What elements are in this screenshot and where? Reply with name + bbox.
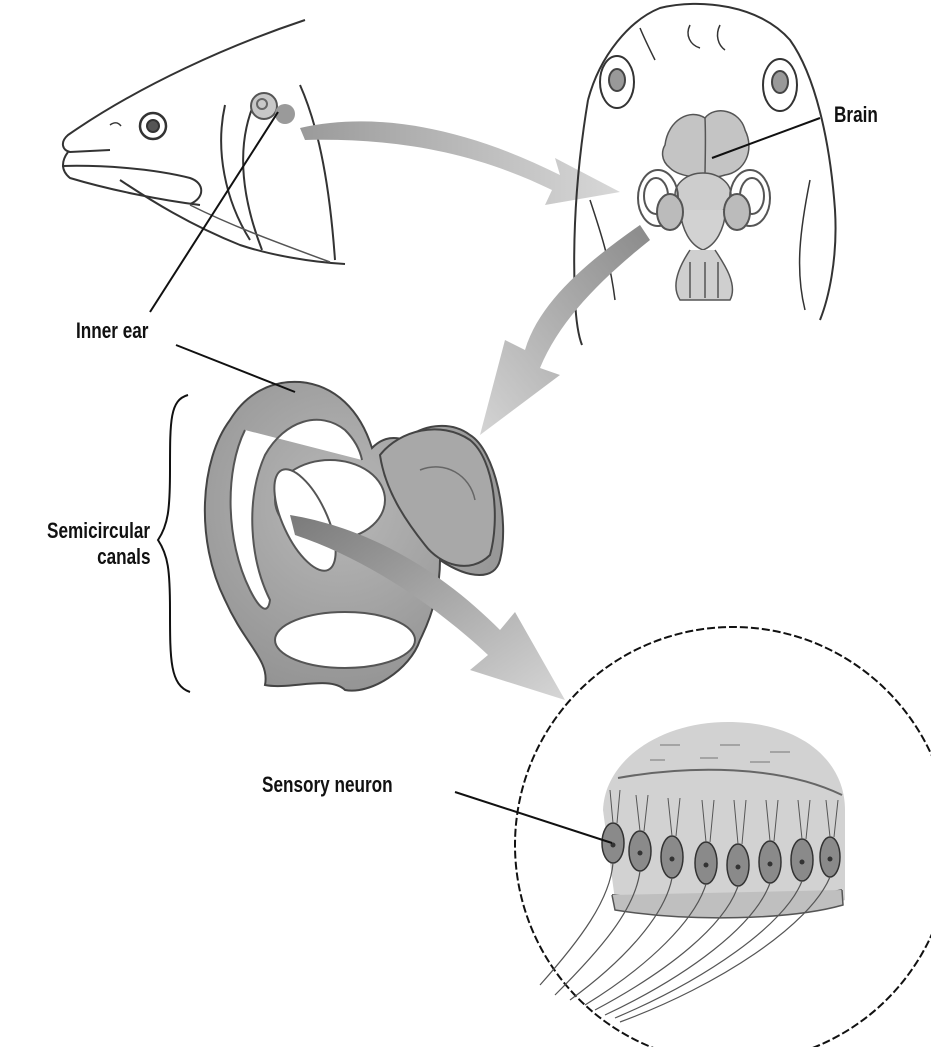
fish-top-view-illustration [573,2,837,346]
brain-inner-ears [637,169,771,231]
sensory-neuron-label: Sensory neuron [262,772,393,797]
semicircular-label-line2: canals [96,544,150,569]
fish-head-illustration [61,19,346,265]
arrow-fish-to-brain [300,121,620,205]
brain-illustration [661,110,750,301]
sensory-detail-illustration [514,626,931,1047]
inner-ear-leader-line-down [175,344,296,393]
arrow-ear-to-sensory [290,515,565,700]
semicircular-canals-bracket [156,394,191,693]
arrow-brain-to-ear [480,225,650,435]
brain-label: Brain [834,102,878,127]
semicircular-label-line1: Semicircular [46,518,150,543]
inner-ear-label: Inner ear [76,318,149,343]
leader-lines [149,111,821,844]
inner-ear-leader-line-up [149,111,279,313]
brain-leader-line [711,117,821,159]
sensory-neuron-leader-line [454,791,613,844]
